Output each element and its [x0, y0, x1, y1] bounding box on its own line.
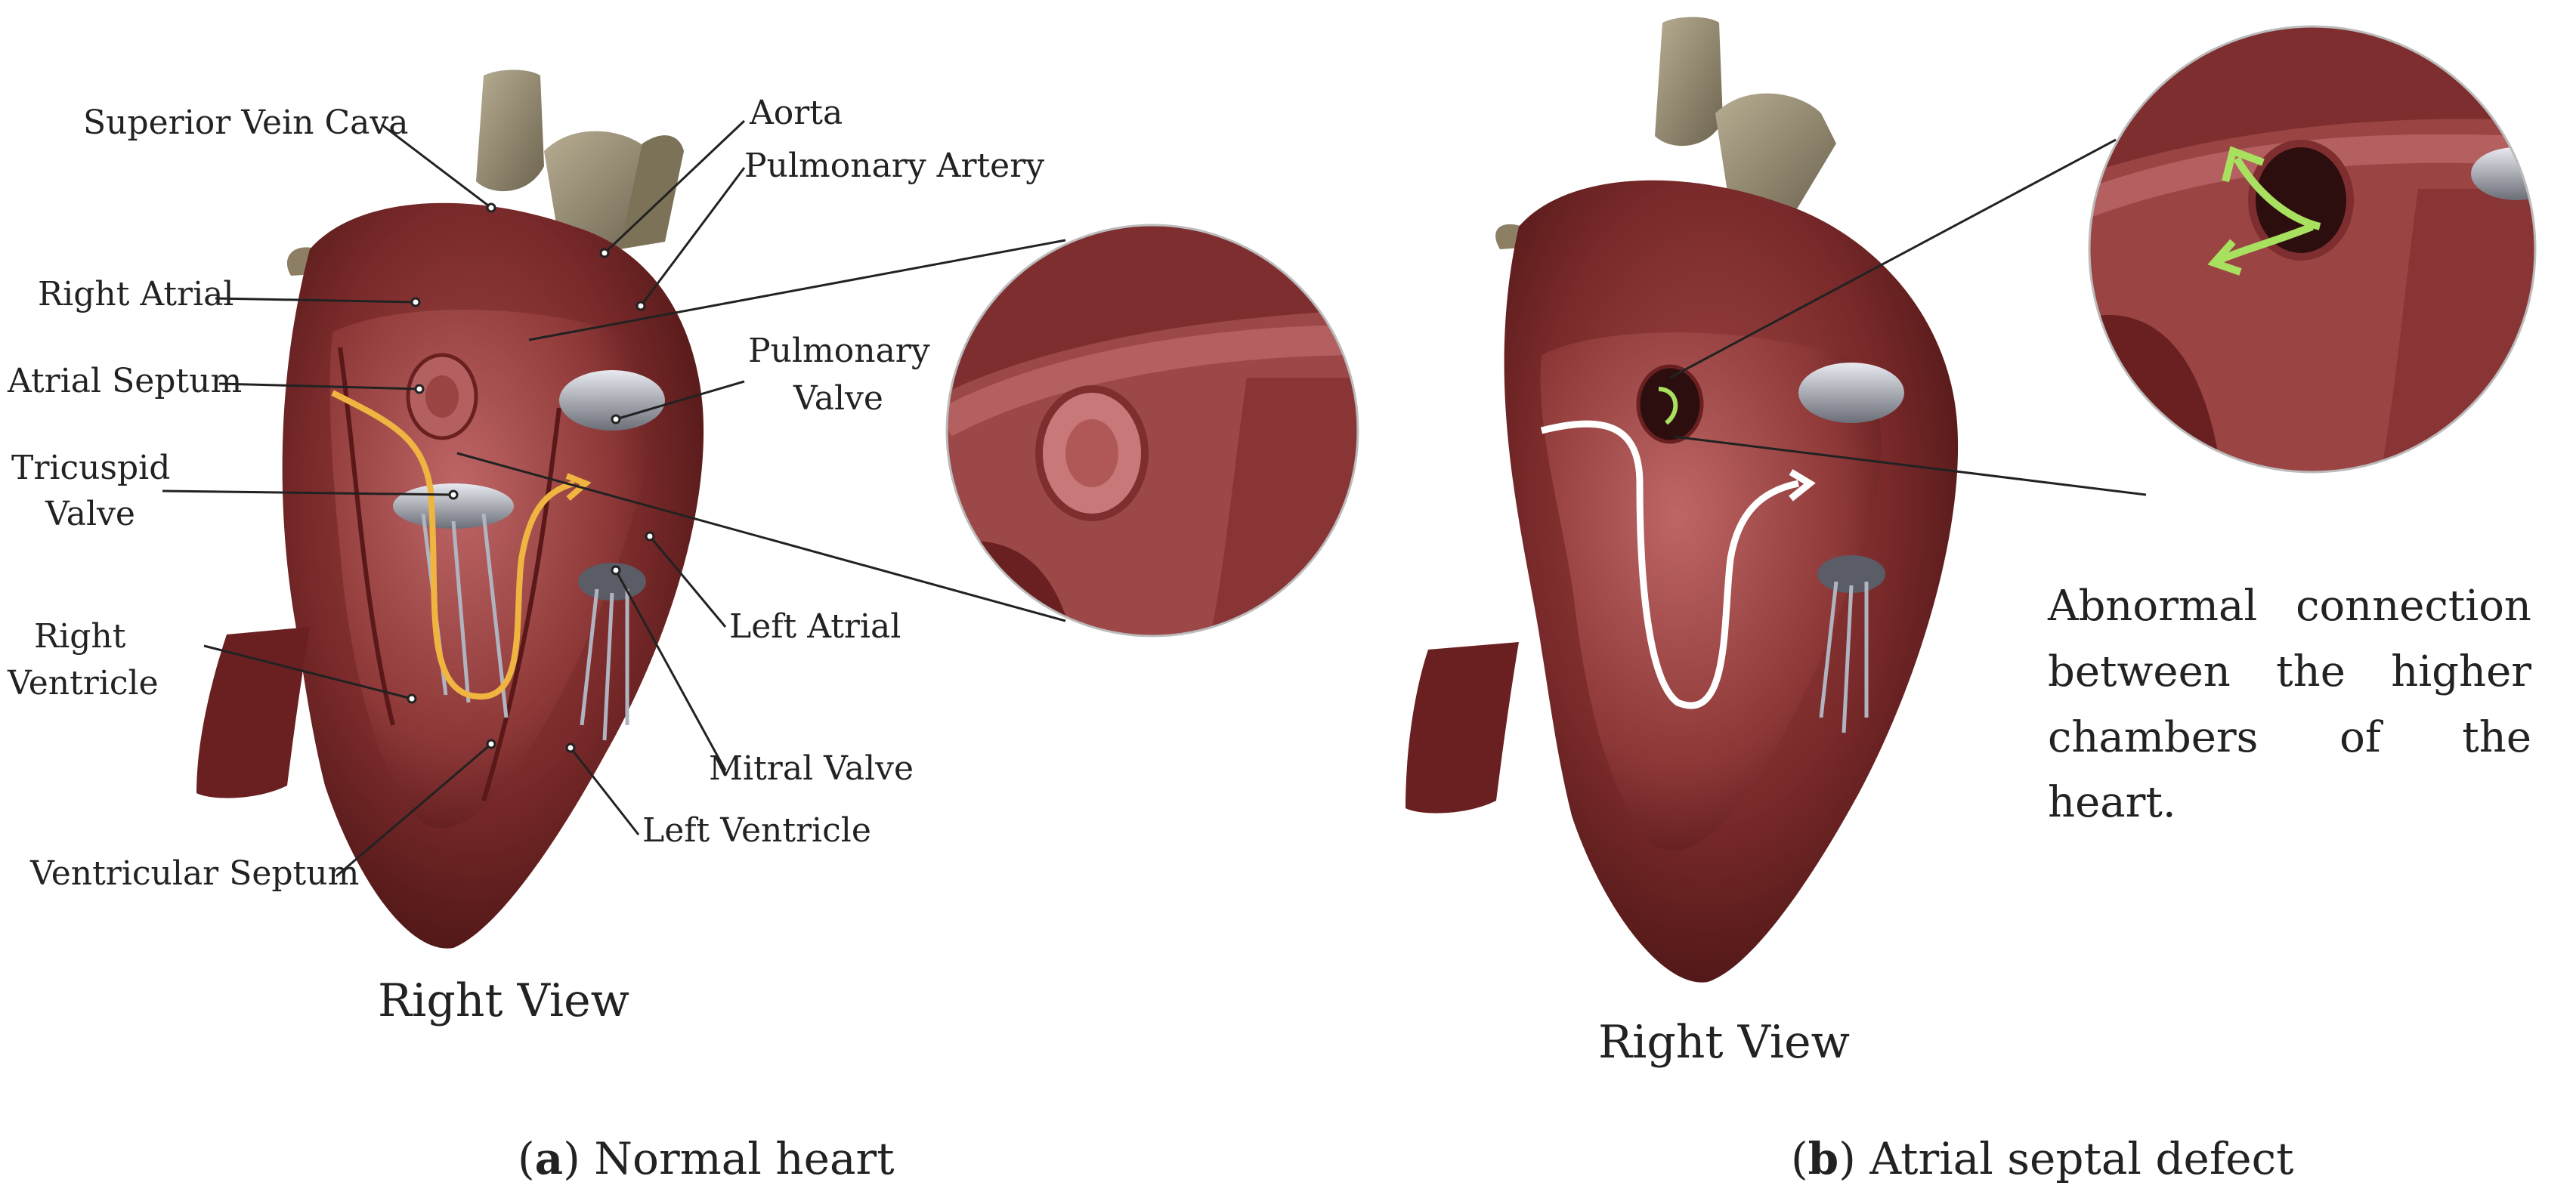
magnified-atrial-septum [945, 224, 1359, 638]
caption-b: (b) Atrial septal defect [1791, 1133, 2294, 1184]
magnified-septal-defect [2088, 25, 2537, 474]
caption-a-letter: a [534, 1133, 564, 1184]
magnifier-connector-lines-a [456, 239, 1066, 622]
label-superior-vein-cava: Superior Vein Cava [83, 103, 409, 142]
label-mitral-valve: Mitral Valve [709, 749, 914, 788]
normal-heart-illustration [196, 69, 704, 949]
caption-b-text: Atrial septal defect [1855, 1133, 2294, 1184]
label-ventricular-septum: Ventricular Septum [30, 854, 360, 893]
label-pulmonary-valve-line1: Pulmonary [748, 332, 930, 370]
label-right-atrial: Right Atrial [38, 275, 234, 313]
label-left-atrial: Left Atrial [729, 607, 901, 646]
label-tricuspid-valve-line2: Valve [45, 495, 135, 533]
caption-b-letter: b [1808, 1133, 1839, 1184]
view-title-a: Right View [378, 974, 629, 1027]
label-pulmonary-artery: Pulmonary Artery [744, 147, 1045, 185]
label-pulmonary-valve-line2: Valve [793, 379, 883, 418]
label-right-ventricle-line2: Ventricle [8, 664, 159, 702]
label-tricuspid-valve-line1: Tricuspid [11, 449, 171, 487]
caption-a-text: Normal heart [580, 1133, 895, 1184]
caption-a: (a) Normal heart [518, 1133, 895, 1184]
label-atrial-septum: Atrial Septum [8, 362, 243, 400]
view-title-b: Right View [1598, 1016, 1850, 1069]
defect-flow-arrows [2207, 146, 2321, 276]
label-aorta: Aorta [750, 94, 843, 132]
leader-lines-a [162, 119, 746, 878]
asd-heart-illustration [1406, 17, 1959, 983]
defect-annotation: Abnormal connection between the higher c… [2048, 582, 2531, 828]
magnifier-connector-lines-b [1669, 138, 2147, 496]
label-right-ventricle-line1: Right [34, 617, 126, 656]
label-left-ventricle: Left Ventricle [642, 811, 871, 850]
